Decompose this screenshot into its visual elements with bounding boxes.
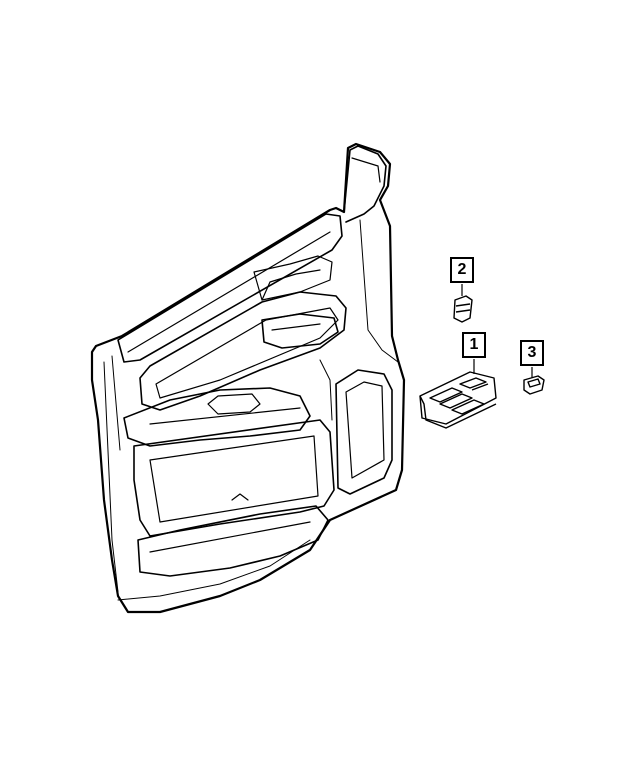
leader-lines — [461, 284, 533, 378]
single-switch-drawing — [523, 375, 545, 395]
callout-label-3: 3 — [520, 340, 544, 366]
callout-label-2: 2 — [450, 257, 474, 283]
door-trim-panel-drawing — [90, 142, 406, 614]
window-switch-drawing — [419, 371, 497, 429]
fastener-clip-drawing — [453, 295, 473, 323]
callout-label-1: 1 — [462, 332, 486, 358]
